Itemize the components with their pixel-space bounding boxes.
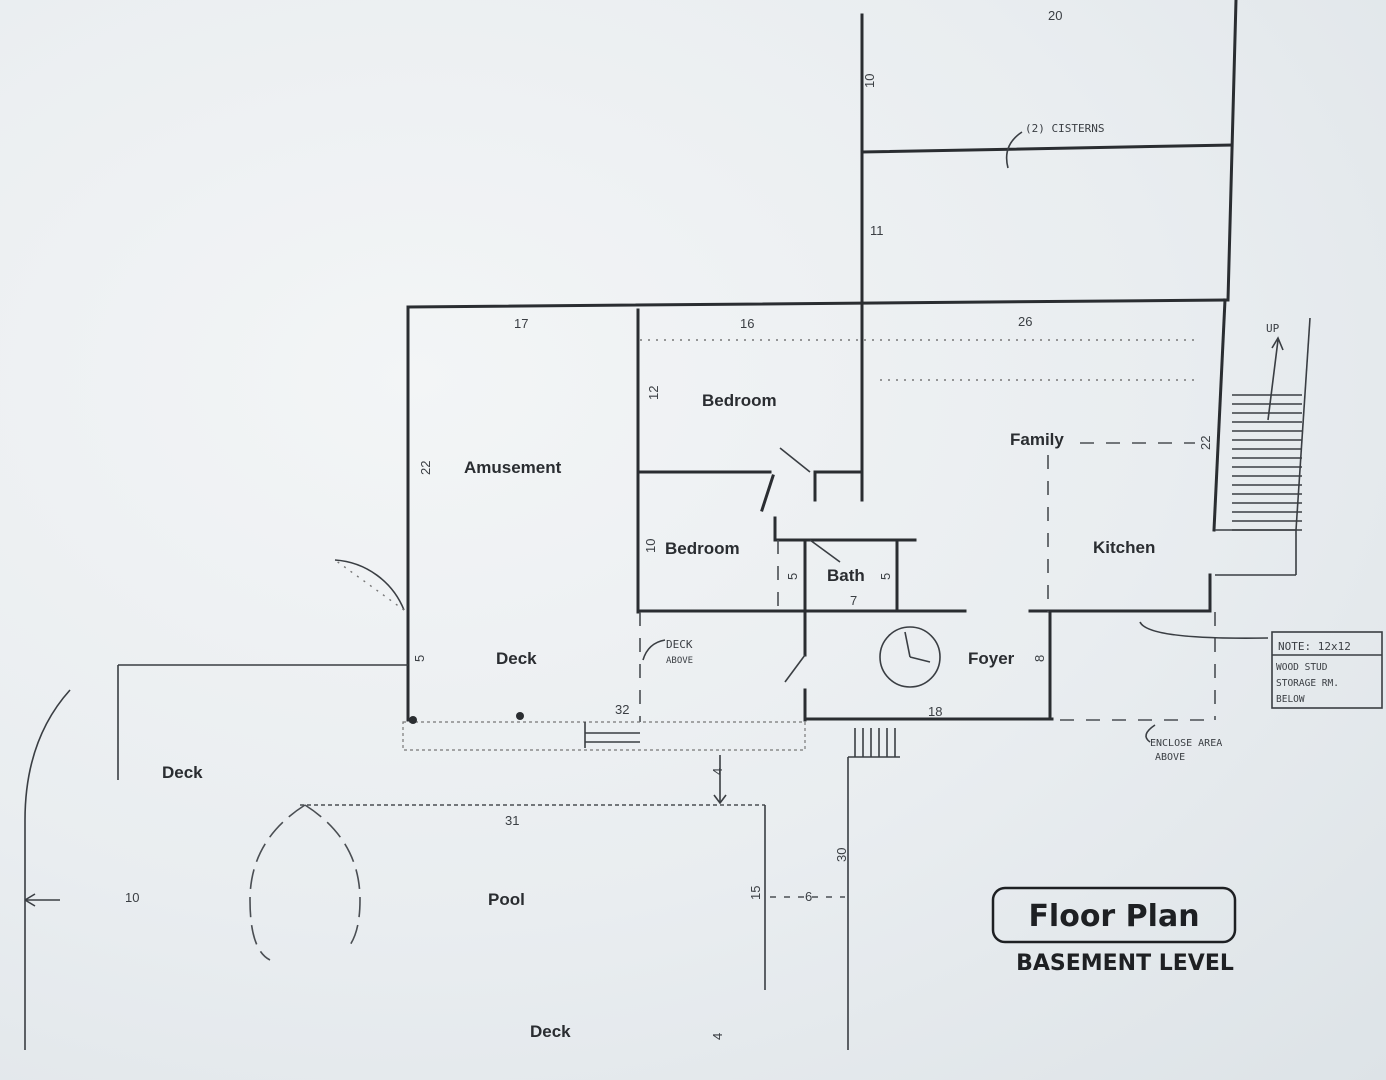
dim-amusement-width: 17 (514, 316, 528, 331)
dim-left-gap: 10 (125, 890, 139, 905)
cisterns-area (860, 0, 1238, 502)
note-deck-above-1: DECK (666, 638, 693, 651)
room-bath: Bath (827, 566, 865, 585)
room-amusement: Amusement (464, 458, 562, 477)
dim-bottom-gap: 4 (710, 1033, 725, 1040)
dim-deck-width: 32 (615, 702, 629, 717)
dim-foyer-depth: 8 (1032, 655, 1047, 662)
room-deck-left: Deck (162, 763, 203, 782)
plan-title: Floor Plan (1028, 899, 1199, 934)
note-enclose-2: ABOVE (1155, 752, 1185, 763)
note-deck-above-2: ABOVE (666, 656, 693, 666)
dim-bath-left: 5 (785, 573, 800, 580)
dim-amusement-depth: 22 (418, 461, 433, 475)
deck-band (402, 712, 806, 751)
dim-right-deck-length: 30 (834, 848, 849, 862)
room-family: Family (1010, 430, 1064, 449)
round-table (879, 626, 941, 688)
dim-bedroom-width: 16 (740, 316, 754, 331)
dim-cistern-upper: 10 (862, 74, 877, 88)
note-box-line2: WOOD STUD (1276, 662, 1328, 673)
dim-bedroom-lower-depth: 10 (643, 539, 658, 553)
note-stairs-up: UP (1266, 322, 1280, 335)
dim-foyer-width: 18 (928, 704, 942, 719)
note-enclose-1: ENCLOSE AREA (1150, 738, 1222, 749)
title-block: Floor Plan BASEMENT LEVEL (991, 886, 1237, 976)
dim-pool-depth: 15 (748, 886, 763, 900)
walls (406, 298, 1227, 722)
dim-deck-depth: 5 (412, 655, 427, 662)
note-box-line3: STORAGE RM. (1276, 678, 1339, 689)
room-kitchen: Kitchen (1093, 538, 1155, 557)
pool (249, 728, 900, 1050)
dim-family-width: 26 (1018, 314, 1032, 329)
room-deck-center: Deck (496, 649, 537, 668)
door-swing (334, 559, 405, 611)
dim-family-depth: 22 (1198, 436, 1213, 450)
dim-bath-width: 7 (850, 593, 857, 608)
dim-pool-gap: 4 (710, 768, 725, 775)
storage-note-box: NOTE: 12x12 WOOD STUD STORAGE RM. BELOW (1271, 631, 1383, 709)
room-bedroom-upper: Bedroom (702, 391, 777, 410)
dim-cistern-width: 20 (1048, 8, 1062, 23)
stairs (1215, 317, 1311, 576)
dim-pool-side-gap: 6 (805, 889, 812, 904)
dim-cistern-lower: 11 (870, 223, 884, 238)
room-deck-bottom: Deck (530, 1022, 571, 1041)
room-pool: Pool (488, 890, 525, 909)
note-box-line1: NOTE: 12x12 (1278, 640, 1351, 653)
dim-bath-right: 5 (878, 573, 893, 580)
left-deck (24, 664, 408, 1050)
room-bedroom-lower: Bedroom (665, 539, 740, 558)
room-foyer: Foyer (968, 649, 1015, 668)
plan-subtitle: BASEMENT LEVEL (1016, 951, 1234, 976)
note-cisterns: (2) CISTERNS (1025, 122, 1104, 135)
dim-bedroom-upper-depth: 12 (646, 386, 661, 400)
dim-pool-width: 31 (505, 813, 519, 828)
note-box-line4: BELOW (1276, 694, 1305, 705)
